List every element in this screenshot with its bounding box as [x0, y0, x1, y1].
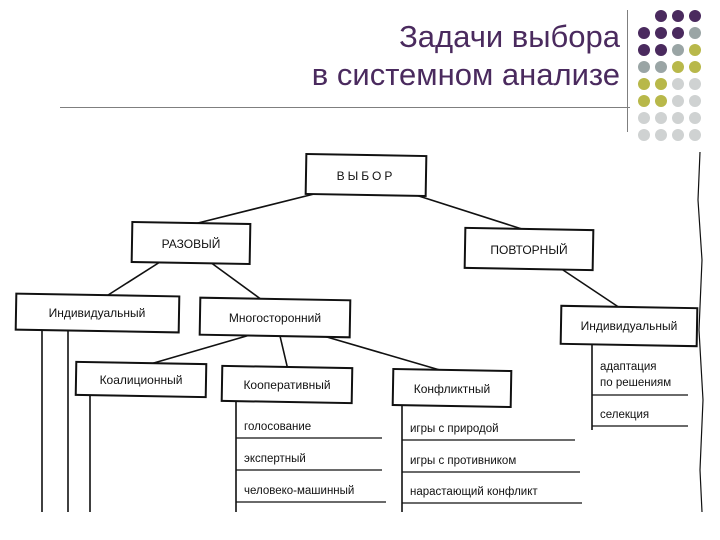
decor-dot	[655, 129, 667, 141]
node-coalition: Коалиционный	[74, 360, 208, 399]
decor-dot	[655, 78, 667, 90]
conflict-item-nature: игры с природой	[410, 423, 499, 435]
edge-multi-coop	[279, 335, 289, 371]
decor-dot	[638, 112, 650, 124]
decor-dot	[672, 10, 684, 22]
indiv2-item-adaptation-2: по решениям	[600, 377, 671, 389]
decor-dot	[689, 27, 701, 39]
node-repeat-label: ПОВТОРНЫЙ	[490, 242, 567, 257]
decor-dot	[689, 112, 701, 124]
connector-lines	[41, 151, 704, 513]
node-coalition-label: Коалиционный	[100, 373, 183, 387]
coop-item-expert: экспертный	[244, 453, 306, 465]
decor-dot	[638, 44, 650, 56]
title-vertical-rule	[627, 10, 628, 132]
indiv2-item-adaptation-1: адаптация	[600, 361, 657, 373]
node-root-label: ВЫБОР	[337, 169, 396, 183]
node-indiv2: Индивидуальный	[559, 304, 699, 348]
decor-dot	[655, 112, 667, 124]
decor-dot	[672, 44, 684, 56]
scan-edge-mark	[697, 151, 704, 513]
node-multi: Многосторонний	[198, 296, 352, 339]
title-line-1: Задачи выбора	[399, 19, 620, 54]
decor-dot	[672, 61, 684, 73]
title-line-2: в системном анализе	[311, 57, 620, 92]
edge-multi-coalition	[139, 334, 251, 368]
decor-dot	[655, 44, 667, 56]
decor-dot	[689, 44, 701, 56]
coop-item-human-machine: человеко-машинный	[244, 485, 354, 497]
edge-once-indiv1	[104, 261, 161, 298]
decor-dot	[689, 78, 701, 90]
decor-dot	[638, 129, 650, 141]
node-conflict-label: Конфликтный	[414, 382, 490, 396]
edge-once-multi	[209, 261, 263, 301]
node-indiv1-label: Индивидуальный	[49, 306, 146, 320]
decor-dot	[689, 95, 701, 107]
conflict-item-opponent: игры с противником	[410, 455, 516, 467]
edge-multi-conflict	[319, 334, 451, 374]
node-coop-label: Кооперативный	[243, 378, 330, 392]
edge-repeat-indiv2	[559, 267, 621, 309]
node-indiv1: Индивидуальный	[14, 292, 181, 334]
indiv2-item-selection: селекция	[600, 409, 649, 421]
decor-dot	[689, 10, 701, 22]
decor-dot	[672, 78, 684, 90]
conflict-item-escalating: нарастающий конфликт	[410, 486, 538, 498]
decor-dot	[672, 27, 684, 39]
edge-root-once	[189, 189, 331, 226]
slide-title: Задачи выбора в системном анализе	[100, 18, 620, 94]
decor-dot	[638, 95, 650, 107]
decor-dot	[655, 61, 667, 73]
node-coop: Кооперативный	[220, 364, 354, 405]
node-indiv2-label: Индивидуальный	[581, 319, 678, 333]
decor-dot	[672, 112, 684, 124]
decor-dot	[689, 129, 701, 141]
coop-item-voting: голосование	[244, 421, 311, 433]
decor-dot	[638, 27, 650, 39]
decor-dot	[638, 78, 650, 90]
node-once: РАЗОВЫЙ	[130, 220, 252, 266]
node-multi-label: Многосторонний	[229, 311, 321, 325]
title-underline	[60, 107, 630, 108]
decor-dot	[689, 61, 701, 73]
node-once-label: РАЗОВЫЙ	[162, 236, 221, 251]
decor-dot	[655, 27, 667, 39]
decor-dot	[655, 95, 667, 107]
decor-dot	[672, 95, 684, 107]
node-root: ВЫБОР	[304, 152, 428, 198]
node-repeat: ПОВТОРНЫЙ	[463, 226, 595, 272]
decor-dot	[672, 129, 684, 141]
node-conflict: Конфликтный	[391, 367, 513, 409]
decor-dot	[655, 10, 667, 22]
decor-dot	[638, 61, 650, 73]
